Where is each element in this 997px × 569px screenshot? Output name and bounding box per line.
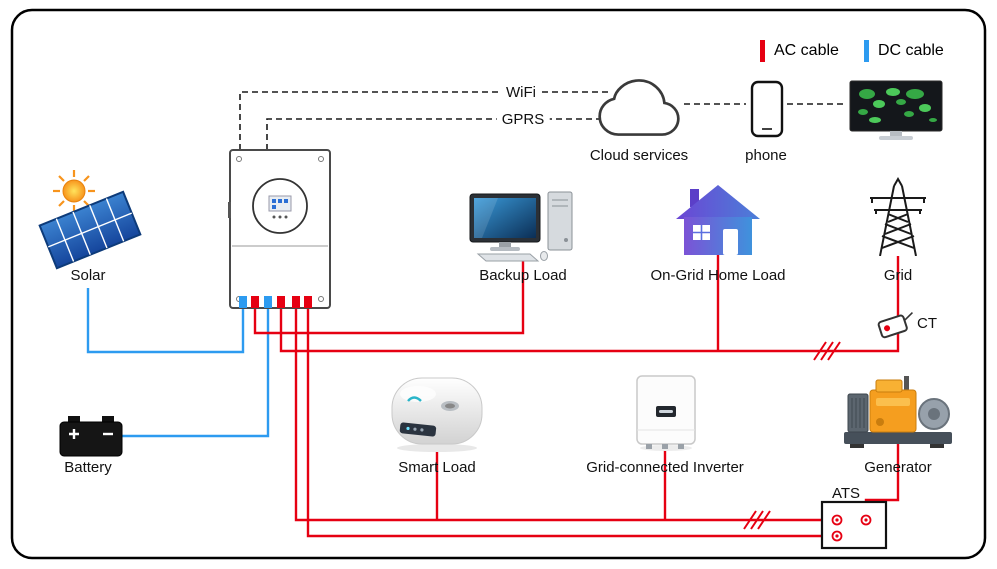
ac-cable-bottom-run-2 (306, 300, 826, 538)
inverter-ports (239, 296, 312, 308)
grid-label: Grid (883, 267, 913, 284)
ac-cable-bottom-run-1 (294, 300, 840, 522)
ats-icon (820, 500, 888, 550)
gprs-label: GPRS (496, 111, 550, 128)
home-load-icon (676, 185, 760, 255)
wifi-label: WiFi (501, 84, 541, 101)
legend-dc: DC cable (864, 40, 944, 62)
legend-ac: AC cable (760, 40, 839, 62)
phone-label: phone (745, 147, 787, 164)
cloud-services-label: Cloud services (589, 147, 689, 164)
generator-icon (844, 376, 952, 448)
home-load-label: On-Grid Home Load (650, 267, 786, 284)
ac-cable-backup-load (253, 254, 525, 335)
ct-icon (877, 312, 914, 339)
dc-cable-solar (86, 288, 245, 354)
solar-label: Solar (70, 267, 106, 284)
monitoring-screen-icon (849, 80, 943, 140)
inverter-antenna (228, 202, 231, 218)
diagram-border (10, 8, 987, 560)
ac-legend-label: AC cable (774, 42, 839, 59)
backup-load-icon (469, 191, 573, 262)
wifi-dashed-line (239, 91, 612, 150)
grid-connected-inverter-icon (636, 375, 696, 451)
hybrid-inverter-icon (228, 149, 331, 309)
grid-connected-inverter-label: Grid-connected Inverter (586, 459, 744, 476)
ct-label: CT (917, 315, 937, 332)
smart-load-icon (391, 377, 483, 452)
solar-panel-icon (38, 190, 142, 270)
sun-icon (53, 170, 95, 212)
smart-load-label: Smart Load (398, 459, 476, 476)
grid-tower-icon (870, 176, 926, 256)
generator-label: Generator (864, 459, 932, 476)
cloud-icon (598, 79, 680, 136)
phone-icon (750, 80, 784, 138)
ac-cable-grid-run (279, 256, 900, 353)
gprs-dashed-line (266, 118, 608, 150)
dc-legend-label: DC cable (878, 42, 944, 59)
phase-slashes-bottom-line (743, 510, 771, 530)
phase-slashes-grid-line (813, 341, 841, 361)
ats-label: ATS (831, 485, 861, 502)
world-map-graphic (858, 88, 937, 123)
ac-color-swatch (760, 40, 765, 62)
dc-cable-battery (121, 300, 270, 438)
battery-label: Battery (64, 459, 112, 476)
dc-color-swatch (864, 40, 869, 62)
battery-icon (59, 416, 123, 457)
backup-load-label: Backup Load (479, 267, 567, 284)
